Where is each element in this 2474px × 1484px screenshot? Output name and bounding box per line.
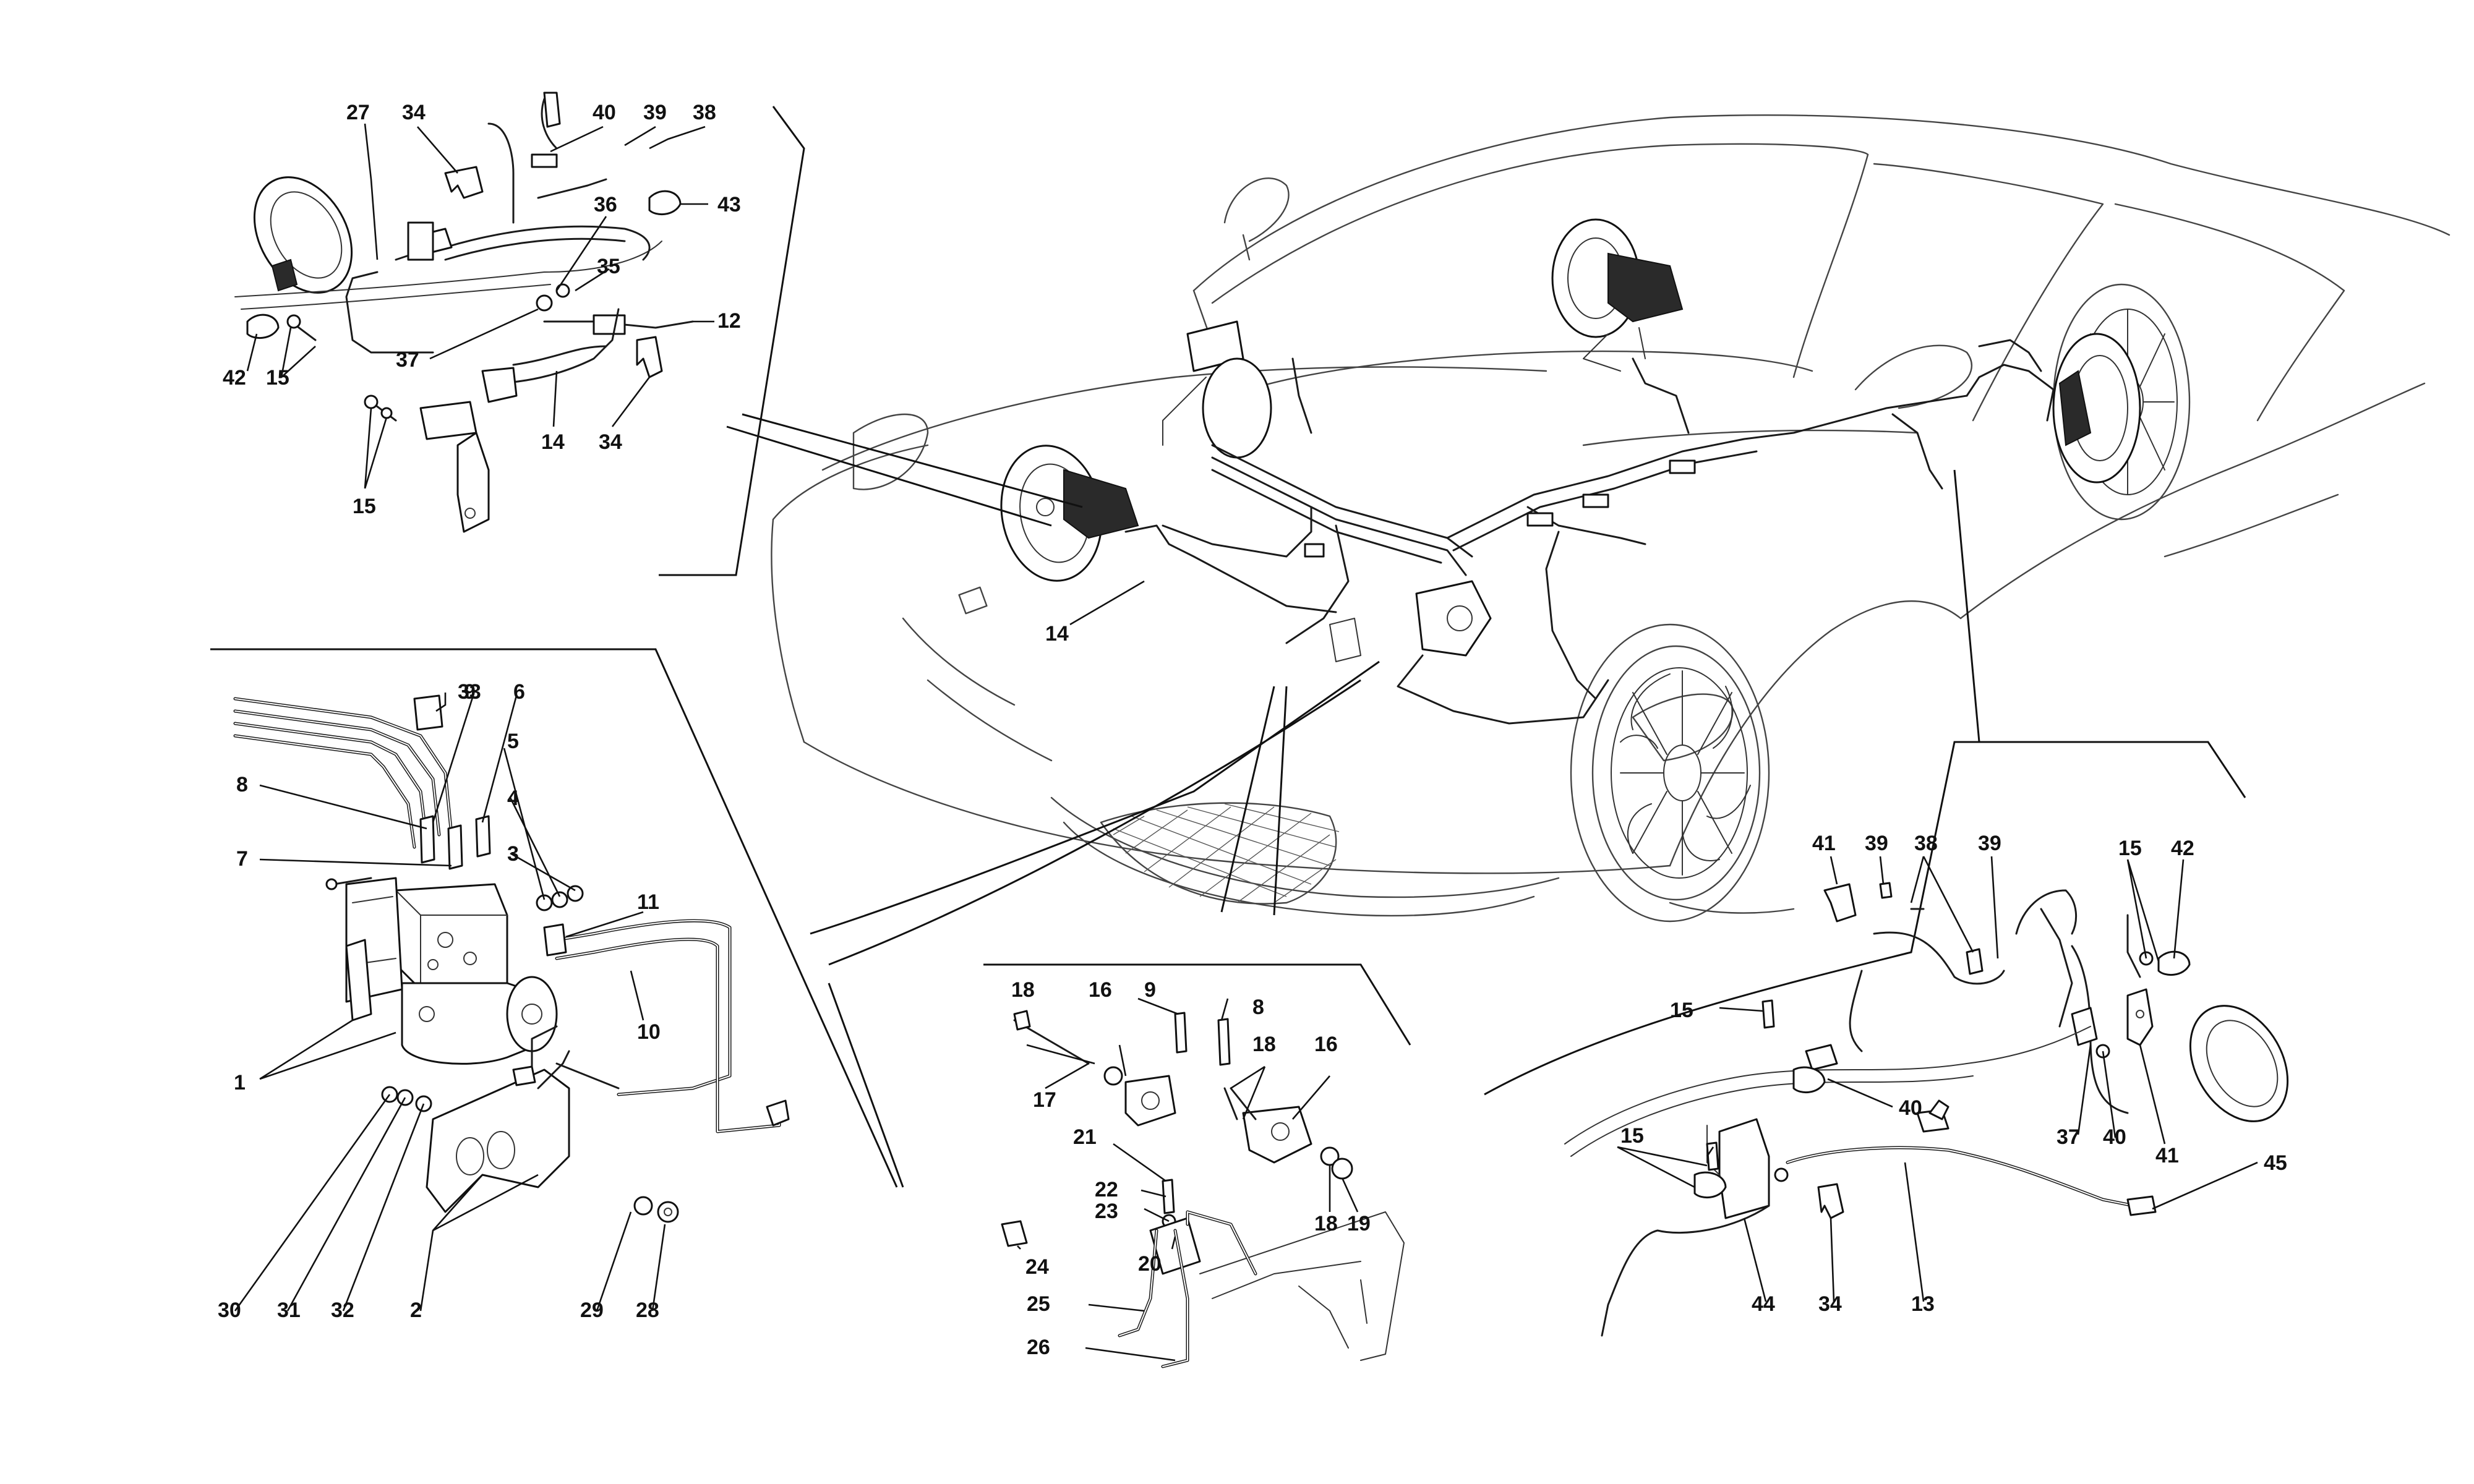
car-brake-lines — [1124, 339, 2055, 725]
part-label-39: 39 — [643, 101, 667, 124]
part-label-2: 2 — [410, 1298, 422, 1322]
part-label-39: 39 — [1865, 832, 1888, 855]
part-label-14: 14 — [541, 430, 565, 454]
part-label-40: 40 — [593, 101, 616, 124]
car-body-outline — [771, 114, 2450, 923]
part-label-10: 10 — [637, 1020, 661, 1044]
part-label-3: 3 — [507, 842, 519, 866]
part-label-9: 9 — [1144, 978, 1156, 1002]
part-label-15: 15 — [266, 366, 289, 390]
part-label-15: 15 — [2118, 837, 2142, 860]
front-left-brake-disc — [1000, 445, 1139, 582]
part-label-34: 34 — [402, 101, 426, 124]
part-label-12: 12 — [717, 309, 741, 333]
part-label-21: 21 — [1073, 1125, 1097, 1149]
part-label-34: 34 — [1818, 1292, 1842, 1316]
part-label-40: 40 — [2103, 1125, 2126, 1149]
part-label-44: 44 — [1752, 1292, 1775, 1316]
part-label-16: 16 — [1089, 978, 1112, 1002]
part-label-42: 42 — [223, 366, 246, 390]
part-label-42: 42 — [2171, 837, 2194, 860]
part-label-37: 37 — [2057, 1125, 2080, 1149]
part-number-labels: 27 34 40 39 38 43 36 35 37 12 42 15 14 3… — [218, 101, 2287, 1359]
front-right-wheel — [1570, 623, 1770, 923]
part-label-26: 26 — [1027, 1336, 1050, 1359]
part-label-6: 6 — [513, 680, 525, 704]
part-label-39: 39 — [1978, 832, 2001, 855]
rear-hose-assembly — [1564, 882, 2289, 1337]
part-label-18: 18 — [1314, 1212, 1338, 1235]
part-label-32: 32 — [331, 1298, 354, 1322]
part-label-19: 19 — [1347, 1212, 1371, 1235]
part-label-15: 15 — [353, 495, 376, 518]
part-label-5: 5 — [507, 730, 519, 753]
part-label-25: 25 — [1027, 1292, 1050, 1316]
part-label-24: 24 — [1025, 1255, 1049, 1279]
part-label-29: 29 — [580, 1298, 604, 1322]
part-label-38: 38 — [693, 101, 716, 124]
part-label-8: 8 — [1252, 996, 1264, 1019]
part-label-34: 34 — [599, 430, 622, 454]
part-label-15: 15 — [1620, 1124, 1644, 1148]
part-label-17: 17 — [1033, 1088, 1056, 1112]
part-label-22: 22 — [1095, 1178, 1118, 1201]
abs-unit-car — [1329, 580, 1492, 662]
part-label-18: 18 — [1011, 978, 1035, 1002]
part-label-40: 40 — [1899, 1096, 1922, 1120]
part-label-7: 7 — [236, 847, 248, 871]
part-label-35: 35 — [597, 255, 620, 278]
part-label-20: 20 — [1138, 1252, 1162, 1276]
top-left-hose-assembly — [234, 92, 694, 533]
part-label-41: 41 — [2155, 1144, 2179, 1167]
pressure-valve-assembly — [1001, 1010, 1405, 1368]
part-label-45: 45 — [2264, 1151, 2287, 1175]
front-grille — [1100, 802, 1340, 905]
panel-separator-lines — [210, 106, 2246, 1188]
part-label-15: 15 — [1670, 999, 1693, 1022]
part-label-36: 36 — [594, 193, 617, 216]
part-label-43: 43 — [717, 193, 741, 216]
part-label-28: 28 — [636, 1298, 659, 1322]
part-label-31: 31 — [277, 1298, 301, 1322]
master-cylinder-car — [1162, 320, 1272, 459]
rear-left-brake-disc — [1551, 218, 1684, 372]
part-label-14: 14 — [1045, 622, 1069, 646]
part-label-30: 30 — [218, 1298, 241, 1322]
part-label-8: 8 — [236, 773, 248, 796]
part-label-37: 37 — [396, 348, 419, 372]
part-label-1: 1 — [234, 1071, 246, 1094]
abs-modulator-assembly — [233, 694, 790, 1223]
part-label-13: 13 — [1911, 1292, 1935, 1316]
part-label-23: 23 — [1095, 1200, 1118, 1223]
part-label-41: 41 — [1812, 832, 1836, 855]
part-label-38: 38 — [1914, 832, 1938, 855]
part-label-9: 9 — [464, 680, 476, 704]
part-label-33: 33 — [458, 680, 481, 704]
part-label-27: 27 — [346, 101, 370, 124]
part-label-16: 16 — [1314, 1033, 1338, 1056]
part-label-11: 11 — [637, 890, 659, 914]
leader-lines — [234, 123, 2258, 1362]
part-label-4: 4 — [507, 787, 519, 810]
rear-right-brake-disc — [2052, 333, 2141, 484]
part-label-18: 18 — [1252, 1033, 1276, 1056]
